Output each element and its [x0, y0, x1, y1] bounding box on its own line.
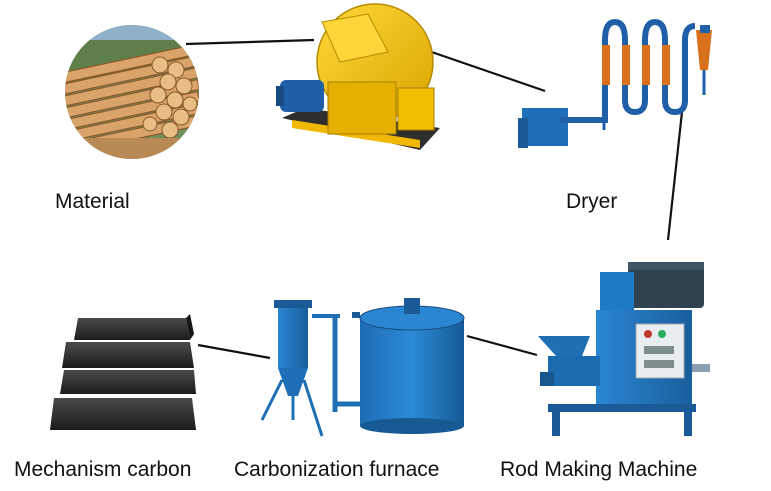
flow-connectors [185, 38, 685, 360]
label-carbonization-furnace: Carbonization furnace [234, 458, 440, 481]
connector-material-crusher [185, 38, 315, 46]
connector-crusher-dryer [419, 46, 546, 93]
airflow-dryer-image [518, 18, 712, 148]
label-material: Material [55, 190, 130, 213]
connector-rod-machine-furnace [466, 334, 538, 357]
wood-logs-image [65, 25, 199, 159]
connector-dryer-rod-machine [666, 102, 685, 241]
wood-crusher-image [276, 3, 440, 150]
connector-furnace-carbon [197, 343, 271, 360]
carbonization-furnace-image [260, 298, 465, 437]
carbon-briquettes-image [50, 314, 196, 430]
rod-making-machine-image [538, 262, 710, 436]
label-rod-making-machine: Rod Making Machine [500, 458, 698, 481]
label-mechanism-carbon: Mechanism carbon [14, 458, 192, 481]
label-dryer: Dryer [566, 190, 618, 213]
